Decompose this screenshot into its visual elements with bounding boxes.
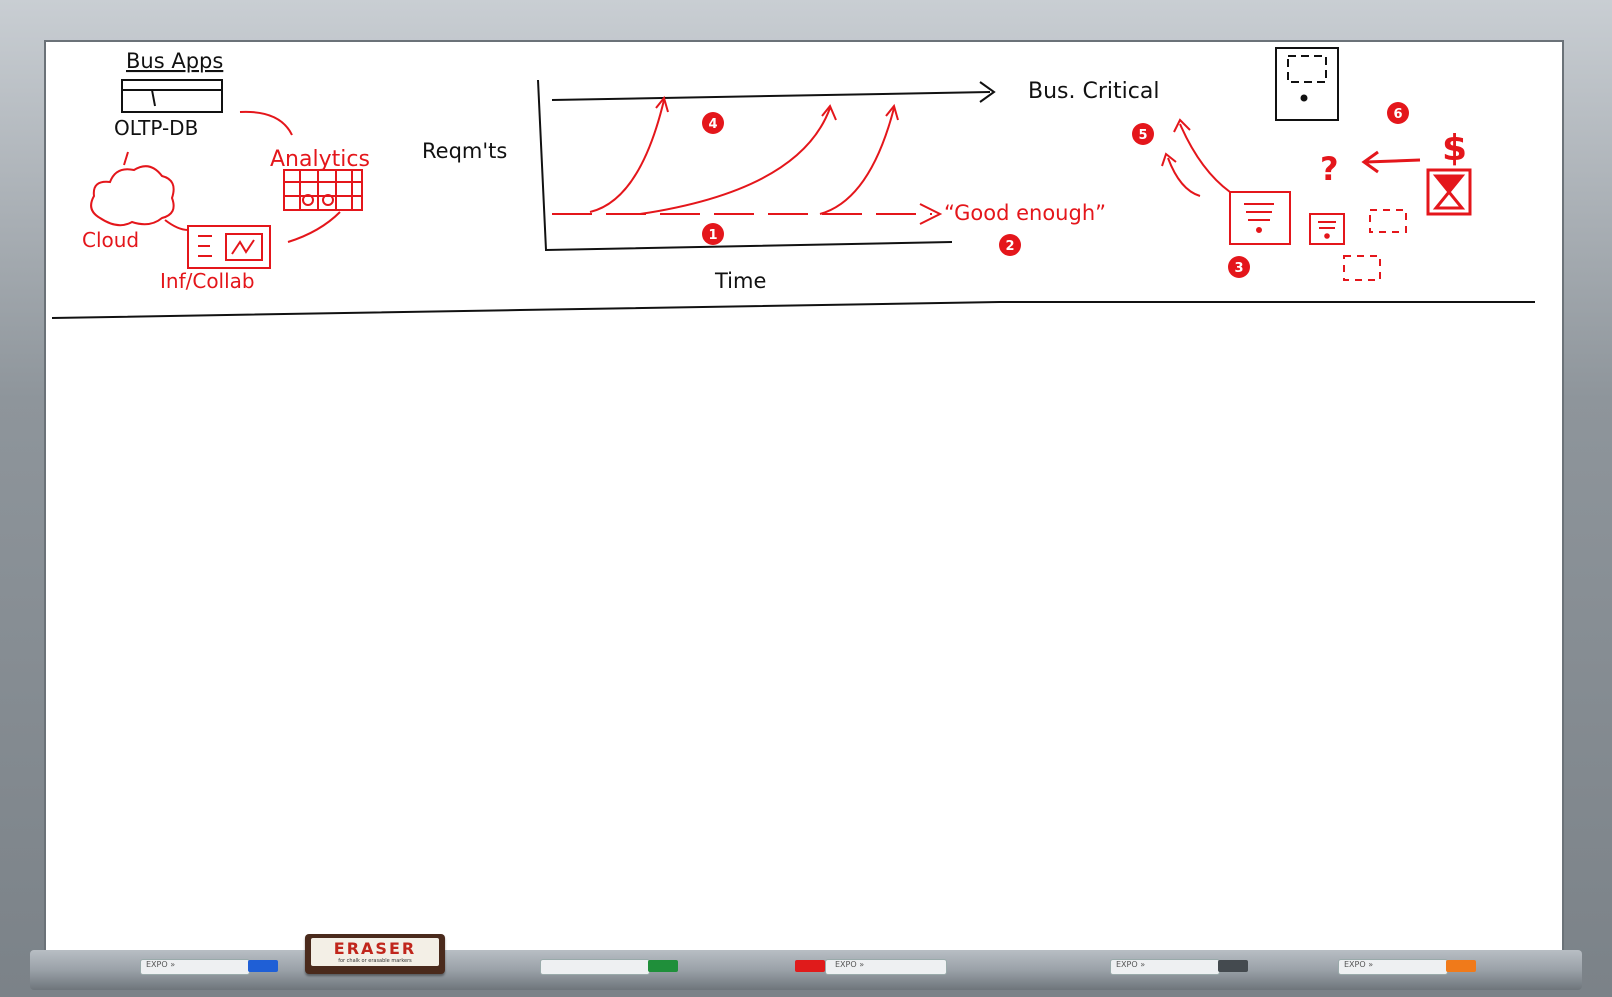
analytics-grid-icon	[283, 169, 363, 211]
svg-text:3: 3	[1234, 261, 1243, 276]
eraser-title: ERASER	[333, 939, 417, 958]
svg-text:2: 2	[1005, 239, 1014, 254]
growth-curve-3	[819, 107, 895, 215]
marker-cap	[795, 960, 825, 972]
collab-screen-icon	[187, 225, 271, 269]
divider-line	[51, 301, 1535, 319]
bus-apps-label: Bus Apps	[126, 49, 223, 73]
question-mark: ?	[1320, 150, 1339, 188]
badge-2: 2	[999, 234, 1021, 256]
y-axis	[537, 79, 953, 252]
cloud-icon	[90, 165, 175, 227]
dashed-box-icon	[1343, 255, 1381, 281]
svg-text:5: 5	[1138, 128, 1147, 143]
eraser-subtitle: for chalk or erasable markers	[338, 958, 412, 964]
red-marker[interactable]: EXPO »	[795, 959, 965, 975]
black-marker[interactable]: EXPO »	[1110, 959, 1250, 975]
orange-marker[interactable]: EXPO »	[1338, 959, 1478, 975]
bus-critical-arrow	[551, 91, 991, 101]
oltp-table-icon	[121, 79, 223, 113]
dashed-box-icon	[1369, 209, 1407, 233]
good-enough-label: “Good enough”	[944, 201, 1106, 225]
analytics-label: Analytics	[270, 147, 370, 172]
svg-text:6: 6	[1393, 107, 1402, 122]
cloud-label: Cloud	[82, 228, 139, 252]
badge-3: 3	[1228, 256, 1250, 278]
dollar-sign: $	[1442, 128, 1467, 169]
red-server-icon-small	[1309, 213, 1345, 245]
blue-marker[interactable]: EXPO »	[140, 959, 280, 975]
inf-collab-label: Inf/Collab	[160, 269, 255, 293]
svg-text:1: 1	[708, 228, 717, 243]
reqmts-label: Reqm'ts	[422, 139, 507, 163]
arrow-to-question	[1365, 158, 1421, 164]
badge-1: 1	[702, 223, 724, 245]
marker-cap	[1446, 960, 1476, 972]
eraser[interactable]: ERASER for chalk or erasable markers	[305, 934, 445, 974]
marker-label: EXPO »	[146, 960, 176, 969]
time-label: Time	[714, 269, 766, 293]
growth-curve-2	[639, 107, 831, 215]
whiteboard-surface	[44, 40, 1564, 955]
marker-cap	[648, 960, 678, 972]
marker-cap	[248, 960, 278, 972]
red-server-icon-large	[1229, 191, 1291, 245]
badge-5: 5	[1132, 123, 1154, 145]
hourglass-icon	[1426, 168, 1472, 216]
bus-critical-label: Bus. Critical	[1028, 79, 1159, 104]
oltp-db-label: OLTP-DB	[114, 116, 198, 140]
marker-label: EXPO »	[1116, 960, 1146, 969]
svg-text:4: 4	[708, 117, 717, 132]
marker-label: EXPO »	[1344, 960, 1374, 969]
marker-cap	[1218, 960, 1248, 972]
growth-curve-1	[589, 99, 665, 213]
eraser-face: ERASER for chalk or erasable markers	[311, 938, 439, 966]
badge-4: 4	[702, 112, 724, 134]
marker-label: EXPO »	[835, 960, 865, 969]
badge-6: 6	[1387, 102, 1409, 124]
server-icon	[1275, 47, 1339, 121]
green-marker[interactable]	[540, 959, 680, 975]
